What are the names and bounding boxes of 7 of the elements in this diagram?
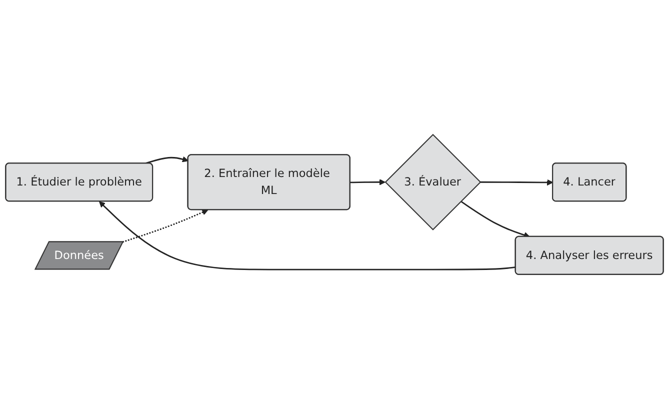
arrow	[350, 179, 386, 186]
arrow	[460, 201, 530, 238]
arrow	[99, 202, 516, 271]
node-diamond: 3. Évaluer	[384, 134, 482, 231]
arrow	[144, 156, 188, 165]
arrow	[122, 210, 208, 244]
arrow	[480, 180, 554, 186]
